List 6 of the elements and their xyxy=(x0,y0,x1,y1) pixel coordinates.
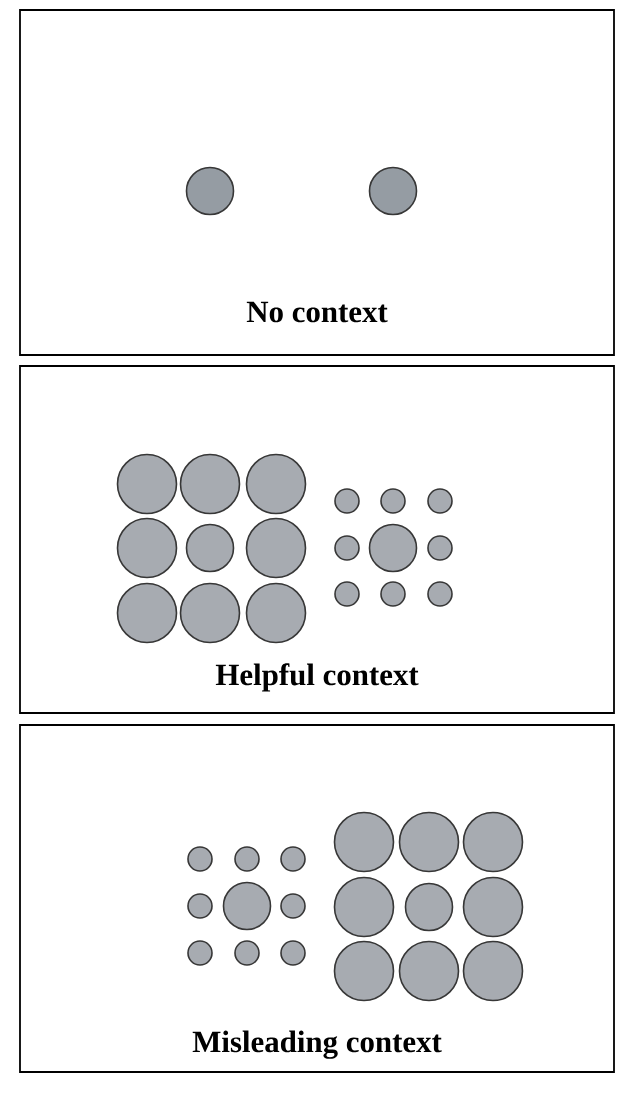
panel-caption: No context xyxy=(246,301,388,323)
panel xyxy=(19,365,615,714)
panel xyxy=(19,9,615,356)
panel-caption: Helpful context xyxy=(215,663,419,692)
panel-caption: Misleading context xyxy=(192,1030,442,1059)
panel xyxy=(19,724,615,1073)
